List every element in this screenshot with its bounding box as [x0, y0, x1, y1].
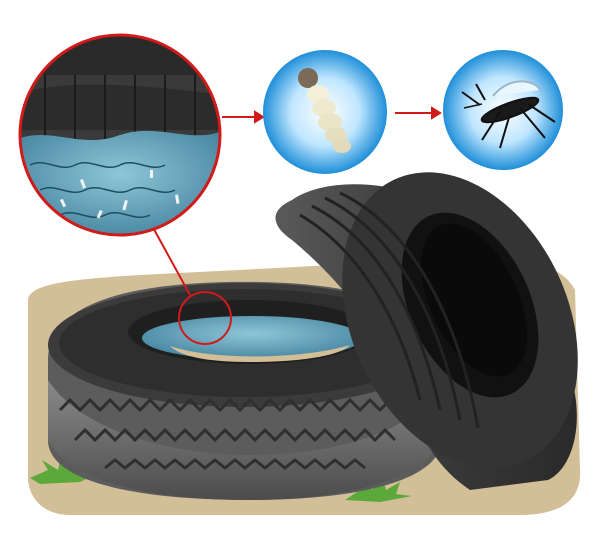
water-zoom-bubble [18, 33, 222, 237]
standing-tire [275, 172, 578, 490]
mosquito-bubble [443, 50, 563, 170]
mosquito-icon [461, 80, 556, 149]
lying-tire [48, 281, 442, 500]
arrow-right-icon [395, 106, 442, 120]
stagnant-water [142, 316, 362, 360]
larva-bubble [263, 50, 387, 174]
larva-icon [298, 68, 351, 153]
callout-line [149, 221, 191, 296]
callout-target-ring [178, 291, 232, 345]
arrow-right-icon [222, 110, 265, 124]
